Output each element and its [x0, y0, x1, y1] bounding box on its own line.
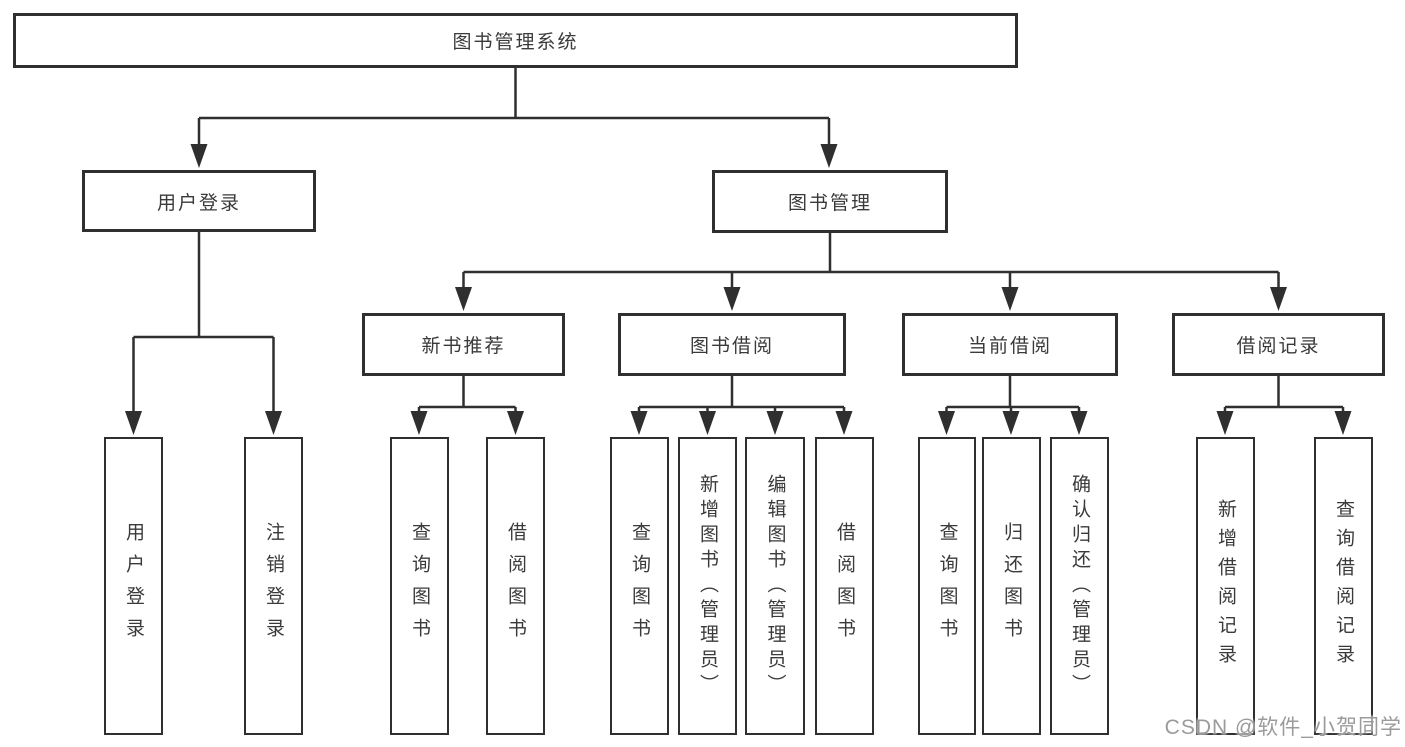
node-user-login-label: 用户登录 — [156, 192, 241, 214]
connector-borrow-records-children — [1223, 376, 1345, 425]
leaf-query-books-recommend-label: 查询图书 — [409, 522, 430, 650]
arrow-icon — [1216, 411, 1234, 435]
node-new-book-recommend-label: 新书推荐 — [421, 336, 506, 357]
arrow-icon — [1270, 287, 1287, 311]
arrow-icon — [1070, 411, 1088, 435]
leaf-query-books-borrow: 查询图书 — [610, 437, 669, 735]
arrow-icon — [630, 411, 648, 435]
leaf-user-login: 用户登录 — [104, 437, 163, 735]
node-current-borrow: 当前借阅 — [902, 313, 1118, 376]
node-user-login: 用户登录 — [82, 170, 316, 232]
connector-user-login-children — [132, 232, 275, 425]
leaf-add-borrow-record-label: 新增借阅记录 — [1215, 499, 1236, 673]
arrow-icon — [938, 411, 955, 435]
leaf-query-books-recommend: 查询图书 — [390, 437, 449, 735]
leaf-borrow-books-recommend: 借阅图书 — [486, 437, 545, 735]
leaf-query-books-current-label: 查询图书 — [936, 522, 958, 650]
leaf-add-borrow-record: 新增借阅记录 — [1196, 437, 1255, 735]
node-book-management-label: 图书管理 — [787, 193, 872, 214]
node-new-book-recommend: 新书推荐 — [362, 313, 565, 376]
leaf-logout: 注销登录 — [244, 437, 303, 735]
node-book-management: 图书管理 — [712, 170, 948, 233]
node-borrow-records-label: 借阅记录 — [1236, 336, 1321, 357]
leaf-query-borrow-record-label: 查询借阅记录 — [1333, 499, 1354, 673]
leaf-user-login-label: 用户登录 — [123, 522, 144, 650]
leaf-confirm-return-admin-label: 确认归还（管理员） — [1069, 473, 1090, 699]
leaf-confirm-return-admin: 确认归还（管理员） — [1050, 437, 1109, 735]
arrow-icon — [699, 411, 716, 435]
leaf-query-borrow-record: 查询借阅记录 — [1314, 437, 1373, 735]
arrow-icon — [835, 411, 853, 435]
arrow-icon — [410, 411, 428, 435]
arrow-icon — [265, 411, 282, 435]
node-book-borrow: 图书借阅 — [618, 313, 846, 376]
leaf-add-book-admin: 新增图书（管理员） — [678, 437, 737, 735]
arrow-icon — [820, 144, 838, 168]
arrow-icon — [190, 144, 208, 168]
leaf-edit-book-admin: 编辑图书（管理员） — [745, 437, 805, 735]
leaf-return-book-label: 归还图书 — [1001, 522, 1022, 650]
node-current-borrow-label: 当前借阅 — [967, 336, 1052, 357]
connector-book-borrow-children — [637, 376, 846, 425]
arrow-icon — [125, 411, 142, 435]
arrowheads — [125, 144, 1352, 435]
arrow-icon — [1002, 411, 1020, 435]
arrow-icon — [766, 411, 784, 435]
arrow-icon — [1001, 287, 1019, 311]
node-book-borrow-label: 图书借阅 — [689, 336, 774, 357]
arrow-icon — [1334, 411, 1352, 435]
leaf-edit-book-admin-label: 编辑图书（管理员） — [764, 473, 786, 699]
node-borrow-records: 借阅记录 — [1172, 313, 1385, 376]
node-root-label: 图书管理系统 — [452, 32, 579, 53]
arrow-icon — [723, 287, 741, 311]
connector-new-book-children — [417, 376, 517, 425]
leaf-borrow-books-borrow-label: 借阅图书 — [834, 522, 855, 650]
connector-root-to-level2 — [197, 68, 831, 158]
leaf-logout-label: 注销登录 — [263, 522, 284, 650]
arrow-icon — [507, 411, 524, 435]
csdn-watermark: CSDN @软件_小贺同学 — [1164, 716, 1402, 739]
leaf-add-book-admin-label: 新增图书（管理员） — [697, 473, 718, 699]
leaf-query-books-borrow-label: 查询图书 — [629, 522, 650, 650]
leaf-borrow-books-borrow: 借阅图书 — [815, 437, 874, 735]
leaf-query-books-current: 查询图书 — [918, 437, 976, 735]
leaf-return-book: 归还图书 — [982, 437, 1041, 735]
node-root: 图书管理系统 — [13, 13, 1018, 68]
leaf-borrow-books-recommend-label: 借阅图书 — [505, 522, 526, 650]
arrow-icon — [455, 287, 472, 311]
connector-book-management-children — [462, 233, 1280, 301]
